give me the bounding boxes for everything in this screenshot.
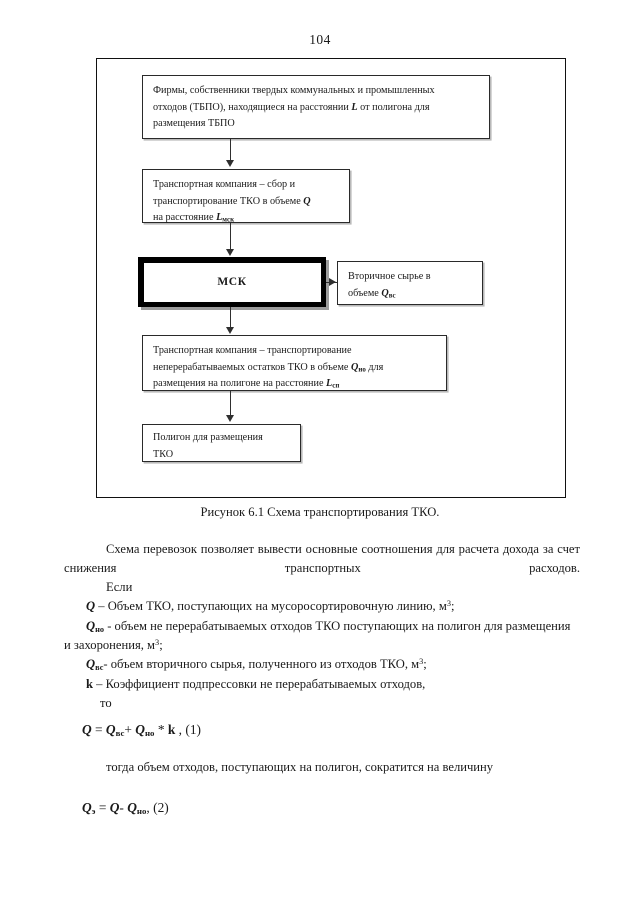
symbol-Q-subscript-no: но — [144, 728, 155, 739]
symbol-L: L — [351, 101, 358, 113]
polygon-line-2: ТКО — [153, 448, 174, 460]
symbol-Q: Q — [82, 722, 92, 738]
arrowhead-msk-transport2 — [225, 327, 234, 334]
flow-box-secondary-material: Вторичное сырье в объеме Qвс — [337, 261, 483, 305]
transport1-line-2-a: транспортирование ТКО в объеме — [153, 195, 304, 207]
flow-box-transport-1: Транспортная компания – сбор и транспорт… — [142, 169, 350, 224]
paragraph-then: то — [100, 696, 112, 711]
formula-1-number: , (1) — [175, 722, 201, 738]
symbol-Q-subscript-no: но — [95, 624, 105, 634]
symbol-L-subscript-sp: сп — [332, 382, 340, 390]
definition-qvs-tail: ; — [423, 657, 427, 672]
secondary-line-1: Вторичное сырье в — [348, 271, 431, 282]
figure-frame: Фирмы, собственники твердых коммунальных… — [96, 58, 566, 498]
definition-k: k – Коэффициент подпрессовки не перераба… — [64, 675, 580, 694]
definition-qvs: Qвс- объем вторичного сырья, полученного… — [64, 655, 580, 675]
definition-q-tail: ; — [450, 599, 455, 614]
firms-line-1: Фирмы, собственники твердых коммунальных… — [153, 85, 435, 96]
transport2-line-2-b: для — [365, 361, 384, 373]
symbol-Q: Q — [86, 657, 96, 672]
plus-sign: + — [124, 722, 136, 738]
secondary-line-2-a: объеме — [348, 287, 382, 299]
definition-qvs-text: - объем вторичного сырья, полученного из… — [103, 657, 420, 672]
secondary-line-2: объеме Qвс — [348, 286, 473, 303]
connector-transport2-polygon — [230, 391, 232, 416]
superscript-3: 3 — [446, 599, 451, 609]
firms-line-3: размещения ТБПО — [153, 118, 235, 130]
definition-qno: Qно - объем не перерабатываемых отходов … — [64, 617, 580, 656]
definition-q: Q – Объем ТКО, поступающих на мусоросорт… — [64, 597, 580, 616]
body-text: Схема перевозок позволяет вывести основн… — [64, 540, 580, 818]
polygon-line-1: Полигон для размещения — [153, 432, 263, 443]
definition-q-text: – Объем ТКО, поступающих на мусоросортир… — [95, 599, 447, 614]
superscript-3: 3 — [155, 638, 160, 648]
equals-sign: = — [91, 722, 106, 738]
transport1-line-2: транспортирование ТКО в объеме Q — [153, 194, 340, 211]
symbol-Q-subscript-e: э — [91, 806, 96, 816]
paragraph-then-volume: тогда объем отходов, поступающих на поли… — [106, 759, 494, 774]
symbol-Qno: Q — [127, 799, 137, 815]
symbol-Q-subscript-vs: вс — [95, 663, 104, 673]
symbol-L: L — [326, 378, 333, 390]
flow-box-msk: МСК — [138, 257, 326, 307]
superscript-3: 3 — [419, 657, 424, 667]
symbol-Q: Q — [109, 799, 120, 815]
spacer — [64, 777, 580, 798]
symbol-Q-subscript-vs: вс — [388, 292, 396, 300]
transport2-line-2: неперерабатываемых остатков ТКО в объеме… — [153, 360, 437, 377]
symbol-Q-subscript-no: но — [136, 806, 147, 816]
flow-box-transport-2: Транспортная компания – транспортировани… — [142, 335, 447, 391]
symbol-L-subscript: мск — [222, 216, 235, 224]
arrowhead-msk-secondary — [329, 277, 336, 286]
connector-msk-transport2 — [230, 307, 232, 328]
transport2-line-3-a: размещения на полигоне на расстояние — [153, 378, 327, 390]
flow-box-firms: Фирмы, собственники твердых коммунальных… — [142, 75, 490, 139]
connector-transport1-msk — [230, 223, 232, 250]
symbol-Q-subscript-no: но — [358, 366, 366, 374]
page-number: 104 — [309, 32, 331, 47]
symbol-Q: Q — [86, 618, 96, 633]
symbol-k: k — [86, 676, 94, 691]
equals-sign: = — [95, 799, 110, 815]
symbol-L: L — [216, 212, 223, 224]
symbol-Q: Q — [86, 599, 96, 614]
transport2-line-3: размещения на полигоне на расстояние Lсп — [153, 376, 437, 393]
formula-1: Q = Qвс+ Qно * k , (1) — [64, 720, 580, 741]
transport1-line-1: Транспортная компания – сбор и — [153, 179, 296, 190]
connector-firms-transport1 — [230, 139, 232, 161]
spacer — [64, 713, 580, 720]
symbol-Q: Q — [381, 287, 389, 299]
transport2-line-2-a: неперерабатываемых остатков ТКО в объеме — [153, 361, 351, 373]
msk-label: МСК — [217, 275, 247, 288]
flow-box-polygon: Полигон для размещения ТКО — [142, 424, 301, 462]
symbol-k: k — [167, 722, 176, 738]
formula-2: Qэ = Q- Qно, (2) — [64, 798, 580, 819]
firms-line-2: отходов (ТБПО), находящиеся на расстояни… — [153, 100, 480, 117]
symbol-Q: Q — [303, 195, 311, 207]
minus-sign: - — [119, 799, 128, 815]
symbol-Qno: Q — [135, 722, 145, 738]
symbol-Qe: Q — [82, 799, 92, 815]
multiply-sign: * — [154, 722, 168, 738]
arrowhead-transport2-polygon — [225, 415, 234, 422]
definition-k-text: – Коэффициент подпрессовки не перерабаты… — [93, 676, 426, 691]
arrowhead-transport1-msk — [225, 249, 234, 256]
paragraph-if: Если — [106, 580, 133, 595]
spacer — [64, 741, 580, 758]
firms-line-2-b: от полигона для — [357, 101, 430, 113]
msk-inner-frame: МСК — [142, 261, 322, 303]
definition-qno-text: - объем не перерабатываемых отходов ТКО … — [64, 618, 571, 653]
transport2-line-1: Транспортная компания – транспортировани… — [153, 345, 352, 356]
paragraph-schema: Схема перевозок позволяет вывести основн… — [64, 542, 580, 576]
definition-qno-tail: ; — [159, 638, 163, 653]
arrowhead-firms-transport1 — [225, 160, 234, 167]
transport1-line-3-a: на расстояние — [153, 212, 217, 224]
firms-line-2-a: отходов (ТБПО), находящиеся на расстояни… — [153, 101, 352, 113]
symbol-Q: Q — [350, 361, 359, 373]
symbol-Q-subscript-vs: вс — [115, 728, 125, 739]
formula-2-number: , (2) — [146, 799, 169, 815]
transport1-line-3: на расстояние Lмск — [153, 210, 340, 227]
figure-caption: Рисунок 6.1 Схема транспортирования ТКО. — [200, 505, 440, 519]
symbol-Qvs: Q — [105, 722, 116, 738]
